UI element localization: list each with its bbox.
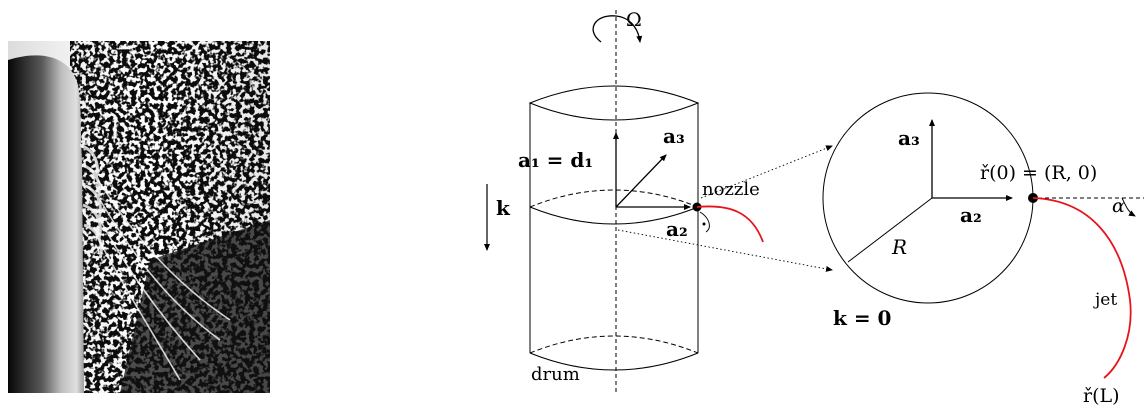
a1-d1-label: a₁ = d₁ [518,148,593,172]
odot-dot [702,222,706,226]
k-label: k [496,196,511,220]
nozzle-label: nozzle [702,179,760,200]
fiber-spinning-photo [8,41,270,393]
drum-bottom-front [529,352,699,371]
radius-label: R [891,235,907,259]
projection-line-top [700,145,833,199]
drum-top-rim [528,85,700,121]
omega-label: Ω [626,9,642,31]
jet-curve [1032,197,1132,379]
rL-label: ř(L) [1083,385,1120,407]
radius-line [847,197,933,263]
projection-line-bottom [617,229,833,272]
a3-vector [615,154,667,208]
drum-middle-front [529,206,699,225]
drum-bottom-back [529,335,699,354]
r0-label: ř(0) = (R, 0) [980,162,1097,184]
alpha-label: α [1112,195,1125,217]
cs-a2-label: a₂ [960,203,982,227]
right-angle-mark [699,211,710,233]
rotation-arrow [592,15,643,43]
drum-label: drum [531,364,580,385]
drum-jet-curve [696,205,764,243]
a2-label: a₂ [666,217,688,241]
cross-section-diagram: a₃ a₂ R ř(0) = (R, 0) α jet ř(L) k = 0 [822,92,1144,407]
drum-middle-back [529,189,699,208]
alpha-arc [1121,197,1136,217]
cs-a3-label: a₃ [898,126,920,150]
jet-label: jet [1093,290,1117,310]
a3-label: a₃ [663,124,685,148]
drum-diagram: Ω k a₁ = d₁ a₃ a₂ nozzle drum [484,9,833,393]
k-zero-label: k = 0 [833,306,891,330]
